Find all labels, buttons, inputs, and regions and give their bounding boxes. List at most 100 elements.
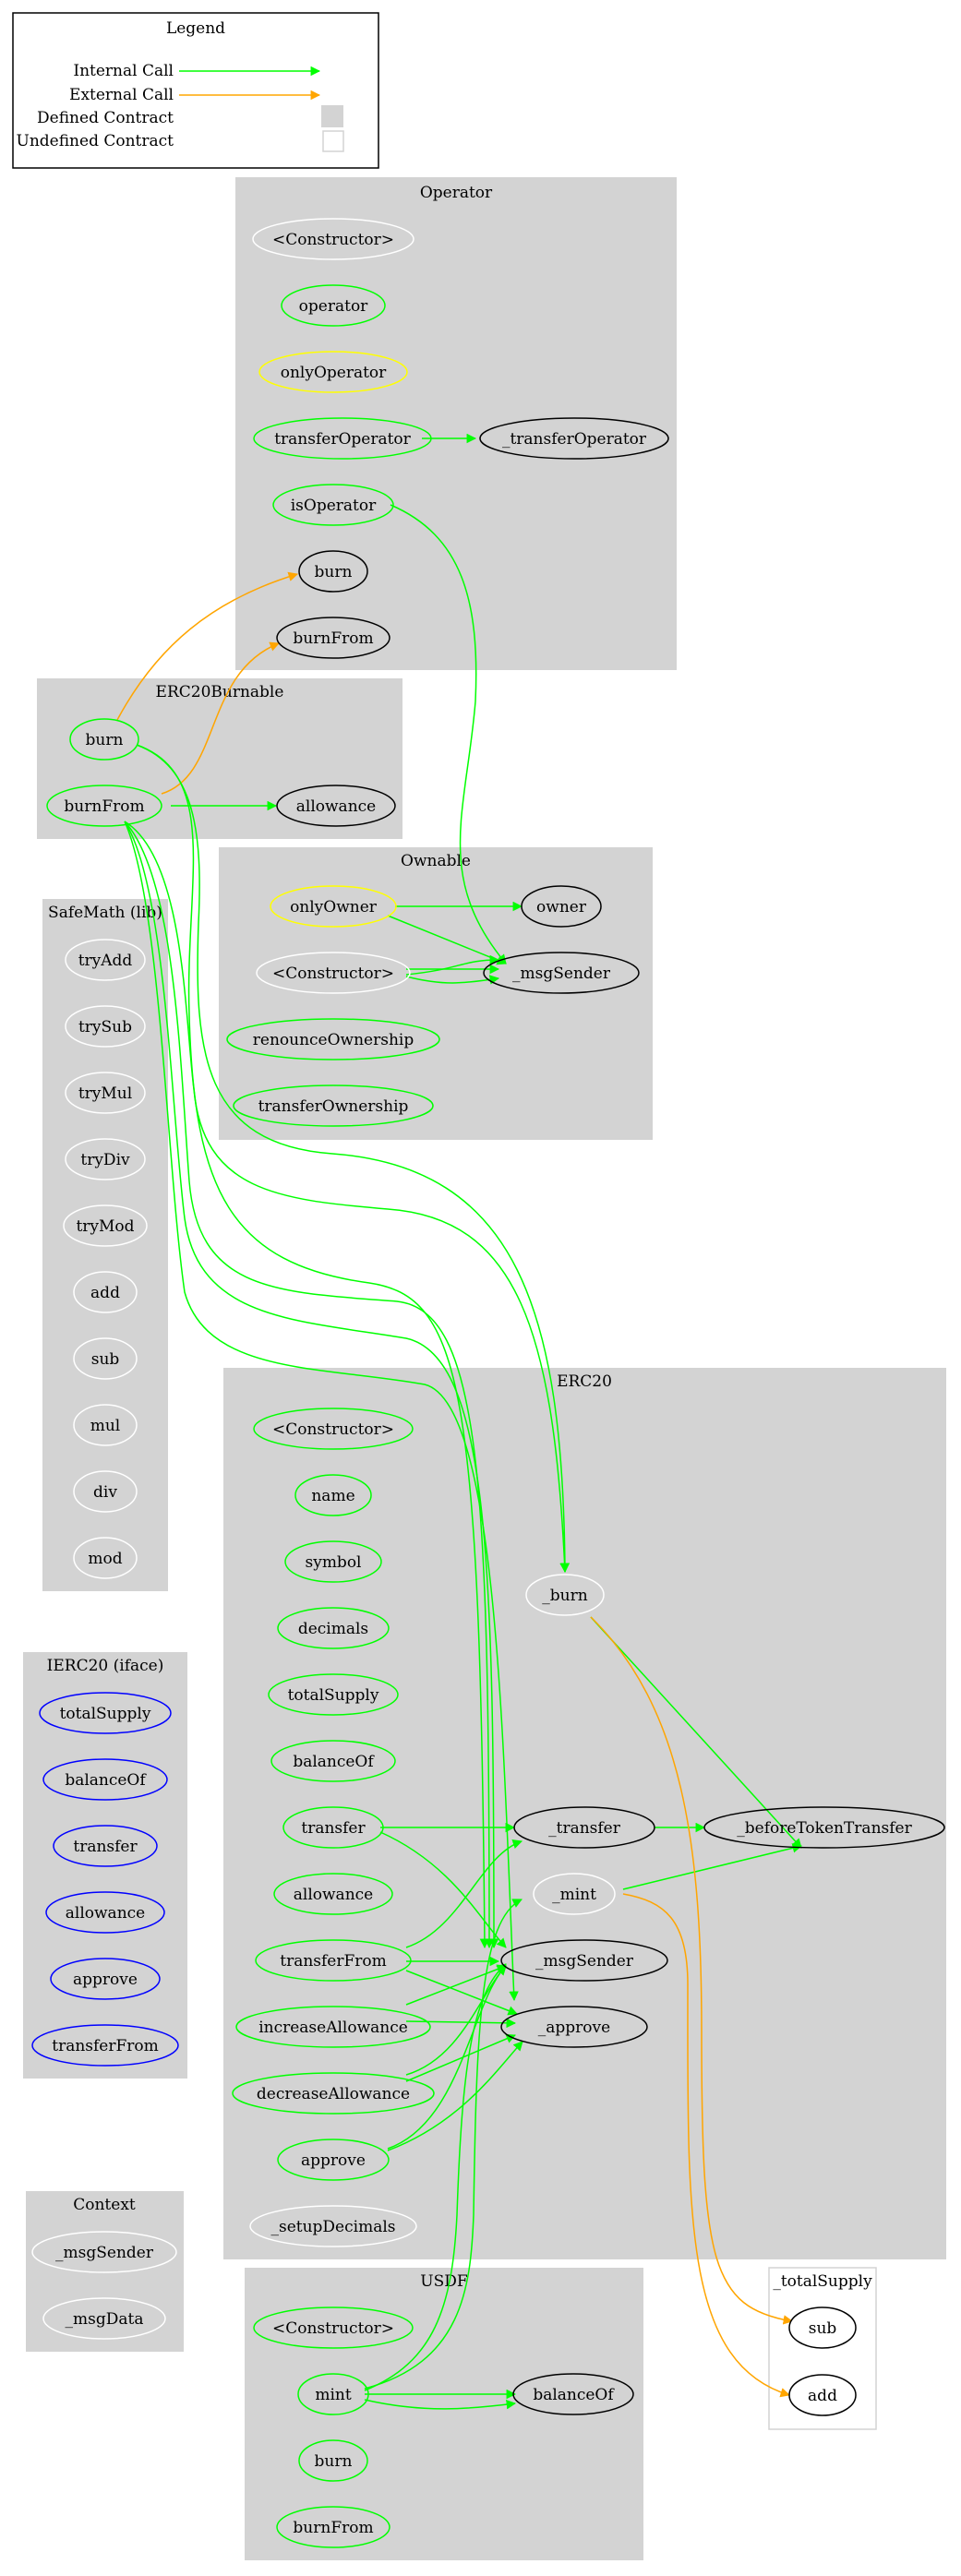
ierc20-transferfrom-label: transferFrom: [52, 2037, 159, 2055]
ierc20-totalsupply-node[interactable]: totalSupply: [39, 1692, 172, 1734]
erc20-totalsupply-node[interactable]: totalSupply: [268, 1673, 399, 1716]
totalsupply-add-label: add: [808, 2387, 837, 2405]
ierc20-balanceof-node[interactable]: balanceOf: [42, 1758, 168, 1801]
erc20burnable-burn-node[interactable]: burn: [69, 718, 139, 761]
cluster-safemath: [42, 899, 168, 1591]
erc20-decreaseallowance-node[interactable]: decreaseAllowance: [232, 2072, 435, 2115]
usdf-constructor-label: <Constructor>: [272, 2319, 394, 2338]
erc20-transfer-node[interactable]: transfer: [282, 1806, 384, 1849]
erc20-decimals-node[interactable]: decimals: [277, 1607, 390, 1649]
erc20burnable-burnfrom-node[interactable]: burnFrom: [46, 785, 162, 827]
edge-decreaseallowance-to-approve: [405, 2033, 516, 2082]
edge-burnfrom-to-approve: [124, 821, 519, 2002]
safemath-div-node[interactable]: div: [73, 1470, 138, 1513]
ownable-owner-label: owner: [536, 898, 587, 917]
safemath-div-label: div: [93, 1483, 117, 1502]
safemath-trysub-label: trySub: [78, 1018, 132, 1036]
safemath-mul-node[interactable]: mul: [73, 1404, 138, 1446]
operator-burn-node[interactable]: burn: [298, 550, 368, 593]
ownable-msgsender-node[interactable]: _msgSender: [483, 952, 640, 994]
ownable-renounceownership-node[interactable]: renounceOwnership: [226, 1018, 440, 1060]
erc20-transferfrom-label: transferFrom: [280, 1952, 387, 1971]
operator-onlyoperator-node[interactable]: onlyOperator: [258, 351, 408, 393]
usdf-balanceof-node[interactable]: balanceOf: [512, 2373, 634, 2415]
ierc20-allowance-label: allowance: [66, 1904, 145, 1923]
ownable-renounceownership-label: renounceOwnership: [253, 1031, 414, 1049]
erc20-beforetokentransfer-node[interactable]: _beforeTokenTransfer: [703, 1806, 945, 1849]
usdf-constructor-node[interactable]: <Constructor>: [253, 2306, 414, 2349]
erc20-approve-internal-node[interactable]: _approve: [500, 2006, 648, 2048]
erc20-approve-label: approve: [301, 2151, 366, 2170]
operator-isoperator-node[interactable]: isOperator: [272, 484, 394, 526]
erc20-increaseallowance-node[interactable]: increaseAllowance: [235, 2006, 431, 2048]
erc20-mint-internal-node[interactable]: _mint: [533, 1873, 616, 1915]
safemath-trymod-node[interactable]: tryMod: [63, 1204, 148, 1247]
erc20-transferfrom-node[interactable]: transferFrom: [255, 1939, 412, 1982]
operator-constructor-node[interactable]: <Constructor>: [252, 218, 414, 260]
erc20-balanceof-node[interactable]: balanceOf: [270, 1740, 396, 1782]
edge-burn-to-msgsender-1: [136, 744, 490, 1949]
erc20-name-label: name: [311, 1487, 354, 1505]
erc20-setupdecimals-node[interactable]: _setupDecimals: [249, 2205, 417, 2247]
edge-increaseallowance-to-approve: [405, 2018, 517, 2029]
safemath-add-node[interactable]: add: [73, 1271, 138, 1313]
erc20-burn-internal-node[interactable]: _burn: [525, 1574, 605, 1616]
erc20-constructor-node[interactable]: <Constructor>: [253, 1408, 414, 1450]
operator-operator-node[interactable]: operator: [281, 284, 386, 327]
context-msgsender-node[interactable]: _msgSender: [31, 2231, 177, 2273]
safemath-tryadd-node[interactable]: tryAdd: [65, 939, 146, 981]
legend-undefined-contract-swatch: [322, 130, 344, 152]
context-msgdata-node[interactable]: _msgData: [42, 2297, 166, 2340]
erc20-symbol-node[interactable]: symbol: [284, 1540, 382, 1583]
safemath-trydiv-node[interactable]: tryDiv: [65, 1138, 146, 1180]
edges: [116, 433, 803, 2410]
edge-approve-to-msgsender: [387, 1965, 507, 2150]
ownable-onlyowner-node[interactable]: onlyOwner: [270, 885, 397, 928]
cluster-ierc20: [23, 1652, 187, 2079]
safemath-trysub-node[interactable]: trySub: [65, 1005, 146, 1048]
erc20-balanceof-label: balanceOf: [293, 1753, 375, 1771]
cluster-usdf-title: USDF: [420, 2272, 468, 2291]
safemath-trymod-label: tryMod: [76, 1217, 134, 1236]
erc20-approve-node[interactable]: approve: [277, 2139, 390, 2181]
safemath-trymul-node[interactable]: tryMul: [65, 1072, 146, 1114]
cluster-context: [26, 2191, 184, 2352]
operator-transferoperator-internal-node[interactable]: _transferOperator: [479, 417, 669, 460]
usdf-burnfrom-node[interactable]: burnFrom: [276, 2506, 390, 2548]
erc20-msgsender-node[interactable]: _msgSender: [500, 1939, 668, 1982]
erc20-msgsender-label: _msgSender: [535, 1952, 634, 1971]
erc20-transfer-internal-node[interactable]: _transfer: [513, 1806, 655, 1849]
safemath-mod-node[interactable]: mod: [73, 1537, 138, 1579]
ierc20-transferfrom-node[interactable]: transferFrom: [31, 2024, 179, 2067]
operator-transferoperator-node[interactable]: transferOperator: [253, 417, 432, 460]
totalsupply-sub-node[interactable]: sub: [788, 2306, 857, 2349]
erc20-name-node[interactable]: name: [294, 1474, 372, 1516]
usdf-mint-node[interactable]: mint: [297, 2373, 369, 2415]
ierc20-approve-label: approve: [73, 1971, 138, 1989]
safemath-add-label: add: [90, 1284, 120, 1302]
ierc20-transfer-node[interactable]: transfer: [53, 1825, 158, 1867]
cluster-totalsupply-title: _totalSupply: [773, 2272, 872, 2291]
ownable-msgsender-label: _msgSender: [512, 965, 611, 983]
edge-mint-to-balanceof-2: [364, 2399, 517, 2410]
edge-mint-to-mint-internal: [364, 1899, 523, 2390]
erc20-transfer-internal-label: _transfer: [548, 1819, 621, 1838]
ownable-transferownership-label: transferOwnership: [258, 1097, 409, 1116]
ownable-constructor-node[interactable]: <Constructor>: [256, 952, 411, 994]
usdf-balanceof-label: balanceOf: [533, 2386, 615, 2404]
erc20-decimals-label: decimals: [298, 1620, 368, 1638]
ierc20-approve-node[interactable]: approve: [50, 1958, 161, 2000]
legend-external-call-label: External Call: [69, 86, 174, 104]
operator-isoperator-label: isOperator: [291, 497, 377, 515]
ownable-owner-node[interactable]: owner: [521, 885, 602, 928]
safemath-sub-node[interactable]: sub: [73, 1337, 138, 1380]
ierc20-allowance-node[interactable]: allowance: [45, 1891, 165, 1934]
totalsupply-add-node[interactable]: add: [788, 2374, 857, 2416]
legend: Legend Internal Call External Call Defin…: [12, 12, 379, 169]
erc20burnable-allowance-node[interactable]: allowance: [276, 785, 396, 827]
erc20-allowance-node[interactable]: allowance: [273, 1873, 393, 1915]
edge-burn-to-totalsupply-sub: [590, 1616, 794, 2325]
operator-burnfrom-node[interactable]: burnFrom: [276, 617, 390, 659]
usdf-burn-node[interactable]: burn: [298, 2439, 368, 2482]
ownable-transferownership-node[interactable]: transferOwnership: [233, 1084, 434, 1127]
